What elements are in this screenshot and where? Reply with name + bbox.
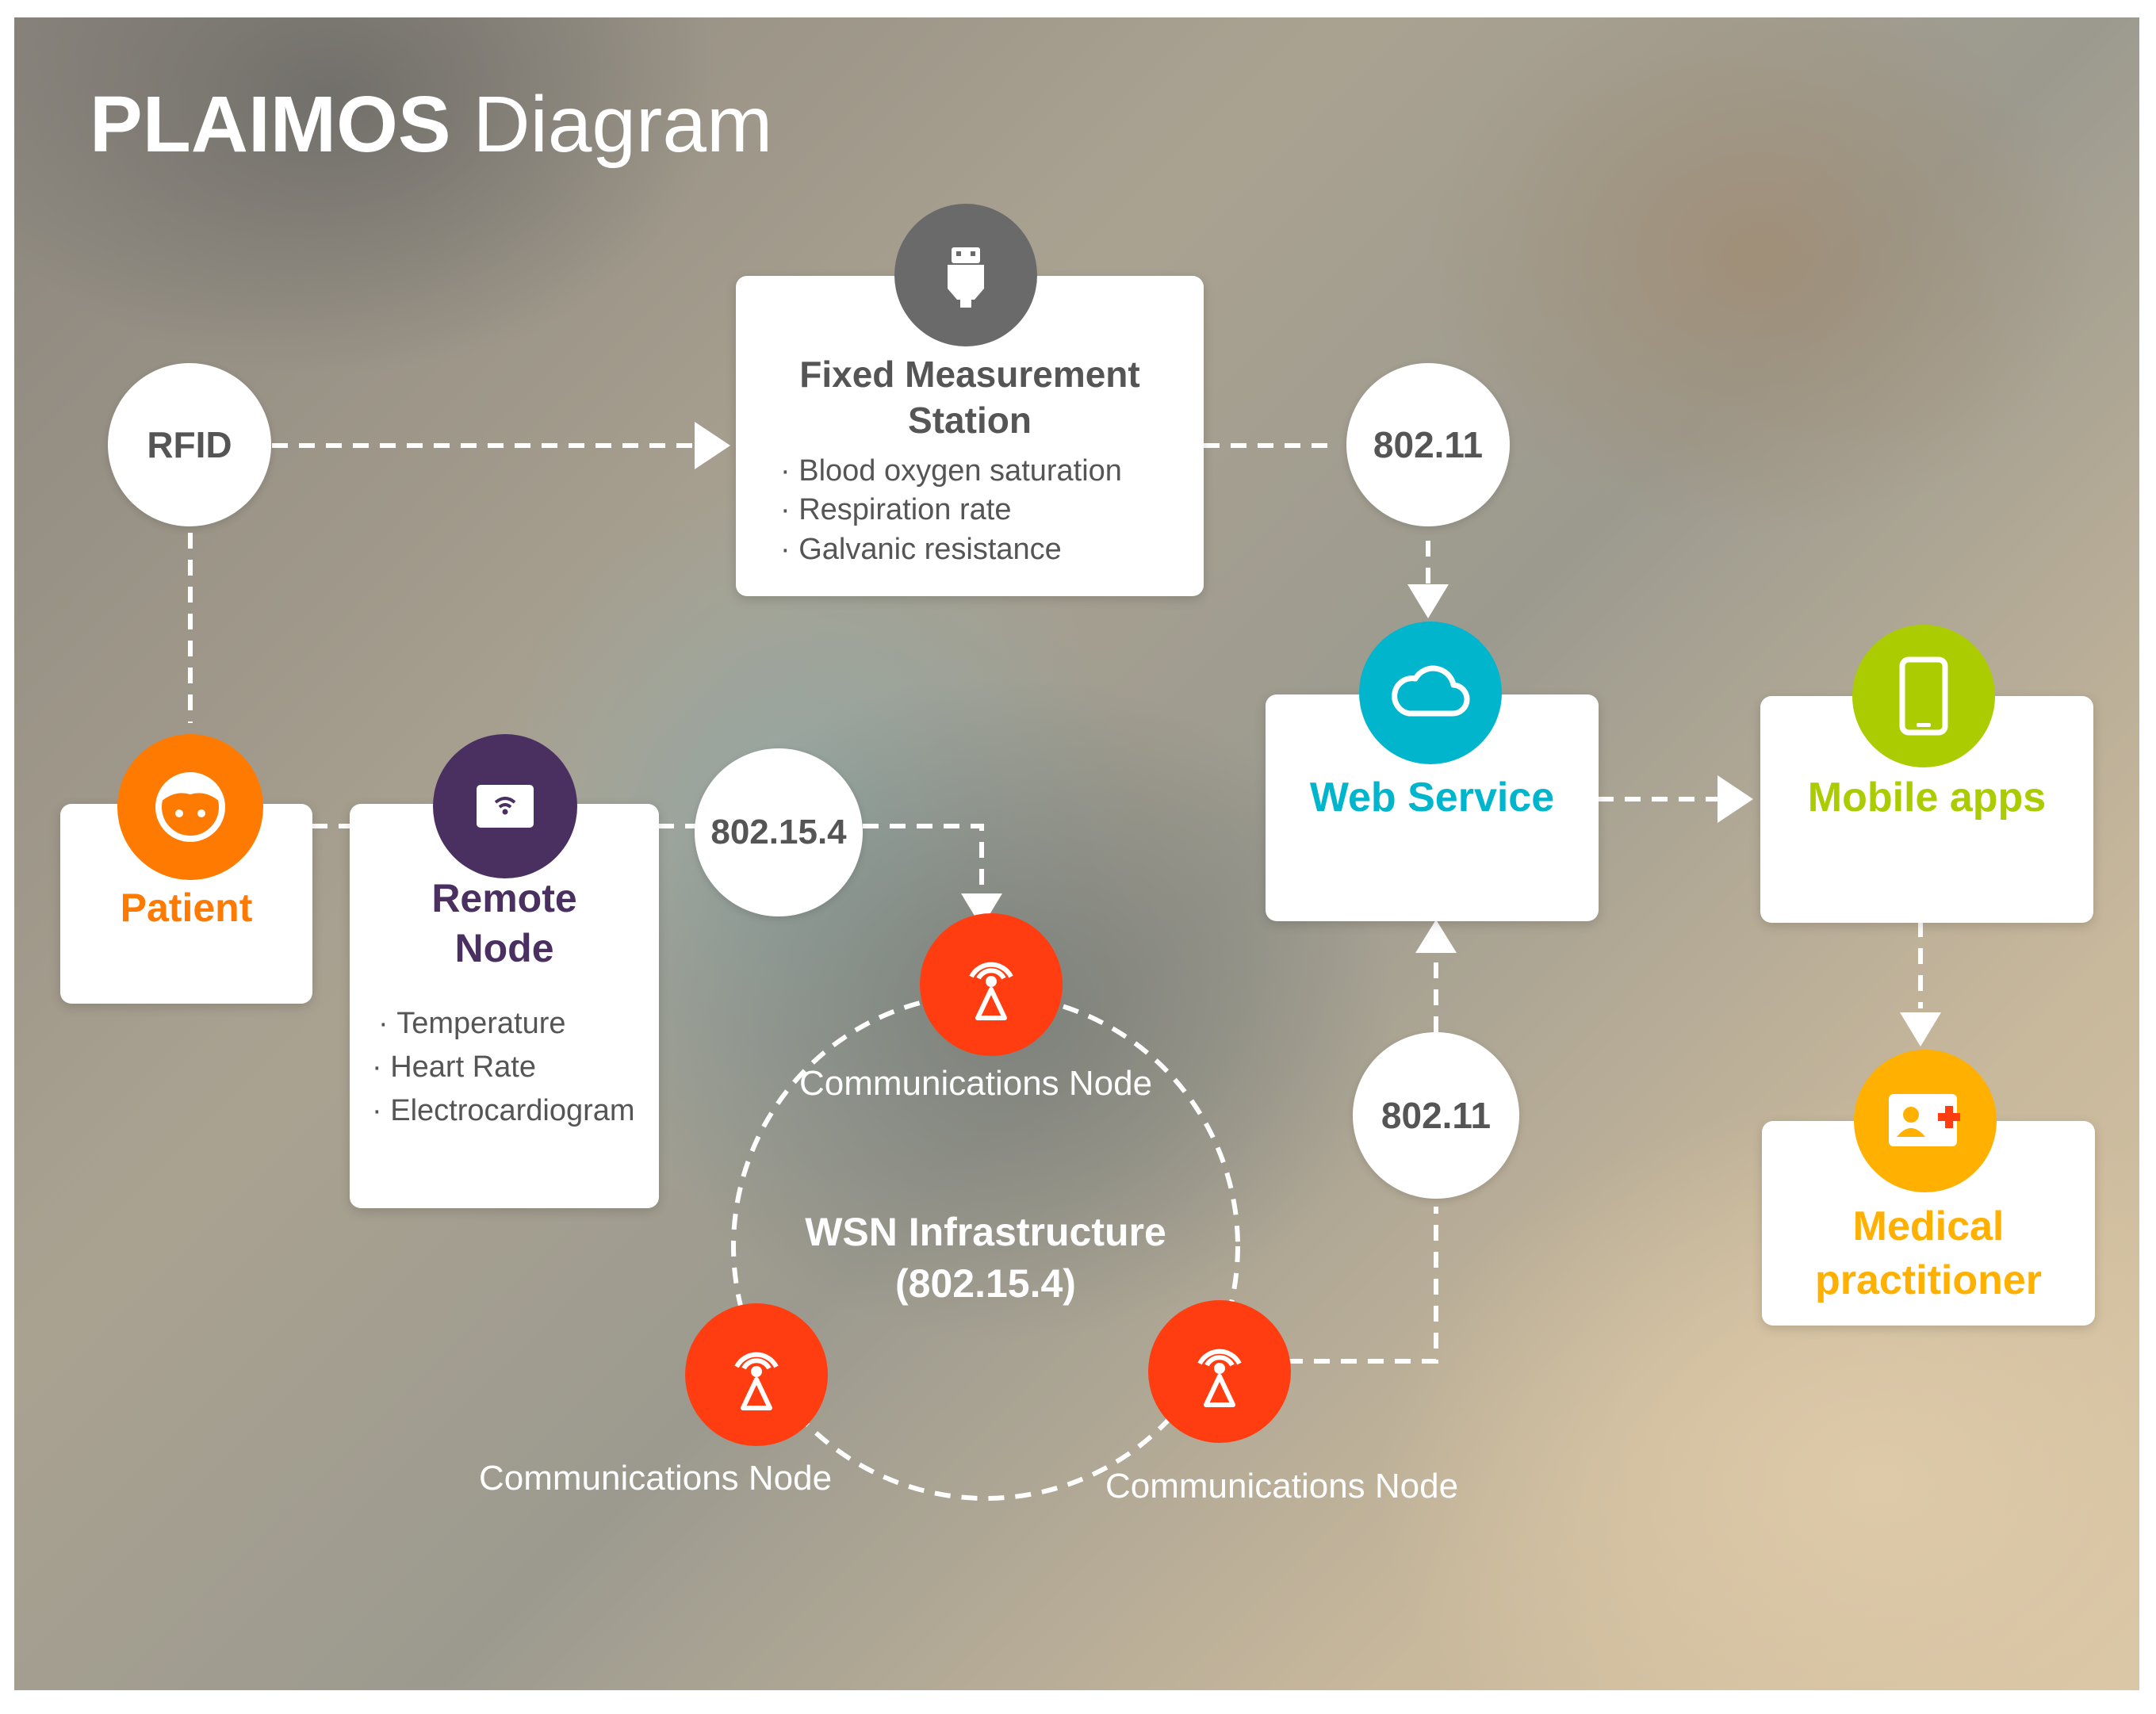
face-icon <box>117 734 263 880</box>
antenna-tower-icon <box>920 913 1063 1056</box>
remote-node-card: Remote Node Temperature Heart Rate Elect… <box>350 804 659 1208</box>
remote-node-title: Remote Node <box>350 874 659 973</box>
patient-label: Patient <box>120 886 253 930</box>
diagram-canvas: PLAIMOS Diagram Fixed Measurement Statio… <box>14 17 2139 1690</box>
fixed-station-title-line1: Fixed Measurement <box>799 354 1140 395</box>
medical-label-line1: Medical <box>1852 1203 2005 1249</box>
usb-plug-icon <box>894 204 1037 346</box>
comm-node-top-label: Communications Node <box>799 1064 1153 1103</box>
fixed-station-bullets: Blood oxygen saturation Respiration rate… <box>780 452 1122 569</box>
wsn-label: WSN Infrastructure (802.15.4) <box>787 1207 1184 1310</box>
antenna-tower-icon <box>1148 1300 1291 1443</box>
arrow-to-mobile <box>1718 775 1753 823</box>
fixed-station-title: Fixed Measurement Station <box>736 352 1204 443</box>
remote-node-bullet: Heart Rate <box>372 1046 635 1089</box>
comm-node-left-label: Communications Node <box>479 1459 833 1498</box>
remote-node-title-line1: Remote <box>431 876 577 920</box>
fixed-station-bullet: Blood oxygen saturation <box>780 452 1122 491</box>
fixed-station-card: Fixed Measurement Station Blood oxygen s… <box>736 276 1204 596</box>
wifi-top-label: 802.11 <box>1373 424 1484 465</box>
smartphone-icon <box>1852 625 1995 767</box>
wireless-device-icon <box>433 734 577 878</box>
medical-label-line2: practitioner <box>1814 1257 2043 1303</box>
arrow-to-medical <box>1900 1012 1941 1046</box>
mobile-apps-label: Mobile apps <box>1807 775 2047 821</box>
fixed-station-title-line2: Station <box>908 399 1032 441</box>
fixed-station-bullet: Galvanic resistance <box>780 530 1122 569</box>
remote-node-bullets: Temperature Heart Rate Electrocardiogram <box>372 1002 635 1133</box>
rfid-bubble: RFID <box>108 363 271 526</box>
antenna-tower-icon <box>685 1303 828 1446</box>
zigbee-label: 802.15.4 <box>710 813 847 851</box>
web-service-label: Web Service <box>1309 775 1555 821</box>
wifi-bottom-label: 802.11 <box>1381 1095 1492 1136</box>
arrow-to-webservice <box>1407 584 1449 618</box>
title-bold: PLAIMOS <box>90 80 451 169</box>
arrow-to-comm-top <box>961 893 1002 928</box>
arrow-up-webservice <box>1415 920 1457 953</box>
remote-node-bullet: Temperature <box>372 1002 635 1046</box>
link-comm-right-webservice <box>1287 1207 1438 1364</box>
zigbee-bubble: 802.15.4 <box>695 748 863 916</box>
fixed-station-bullet: Respiration rate <box>780 491 1122 530</box>
wsn-label-line2: (802.15.4) <box>895 1261 1076 1306</box>
remote-node-bullet: Electrocardiogram <box>372 1089 634 1133</box>
medical-id-card-icon <box>1854 1050 1997 1192</box>
comm-node-right-label: Communications Node <box>1105 1467 1459 1505</box>
rfid-label: RFID <box>147 424 232 465</box>
link-zigbee-comm-top <box>863 824 984 897</box>
medical-label: Medical practitioner <box>1762 1200 2095 1307</box>
title-rest: Diagram <box>450 80 773 169</box>
wifi-bottom-bubble: 802.11 <box>1353 1032 1519 1199</box>
wsn-label-line1: WSN Infrastructure <box>805 1210 1166 1254</box>
remote-node-title-line2: Node <box>454 925 554 970</box>
cloud-icon <box>1359 622 1502 764</box>
wifi-top-bubble: 802.11 <box>1346 363 1510 526</box>
arrow-to-station <box>695 422 730 469</box>
connection-lines <box>188 422 1941 1501</box>
page-title: PLAIMOS Diagram <box>90 85 772 164</box>
